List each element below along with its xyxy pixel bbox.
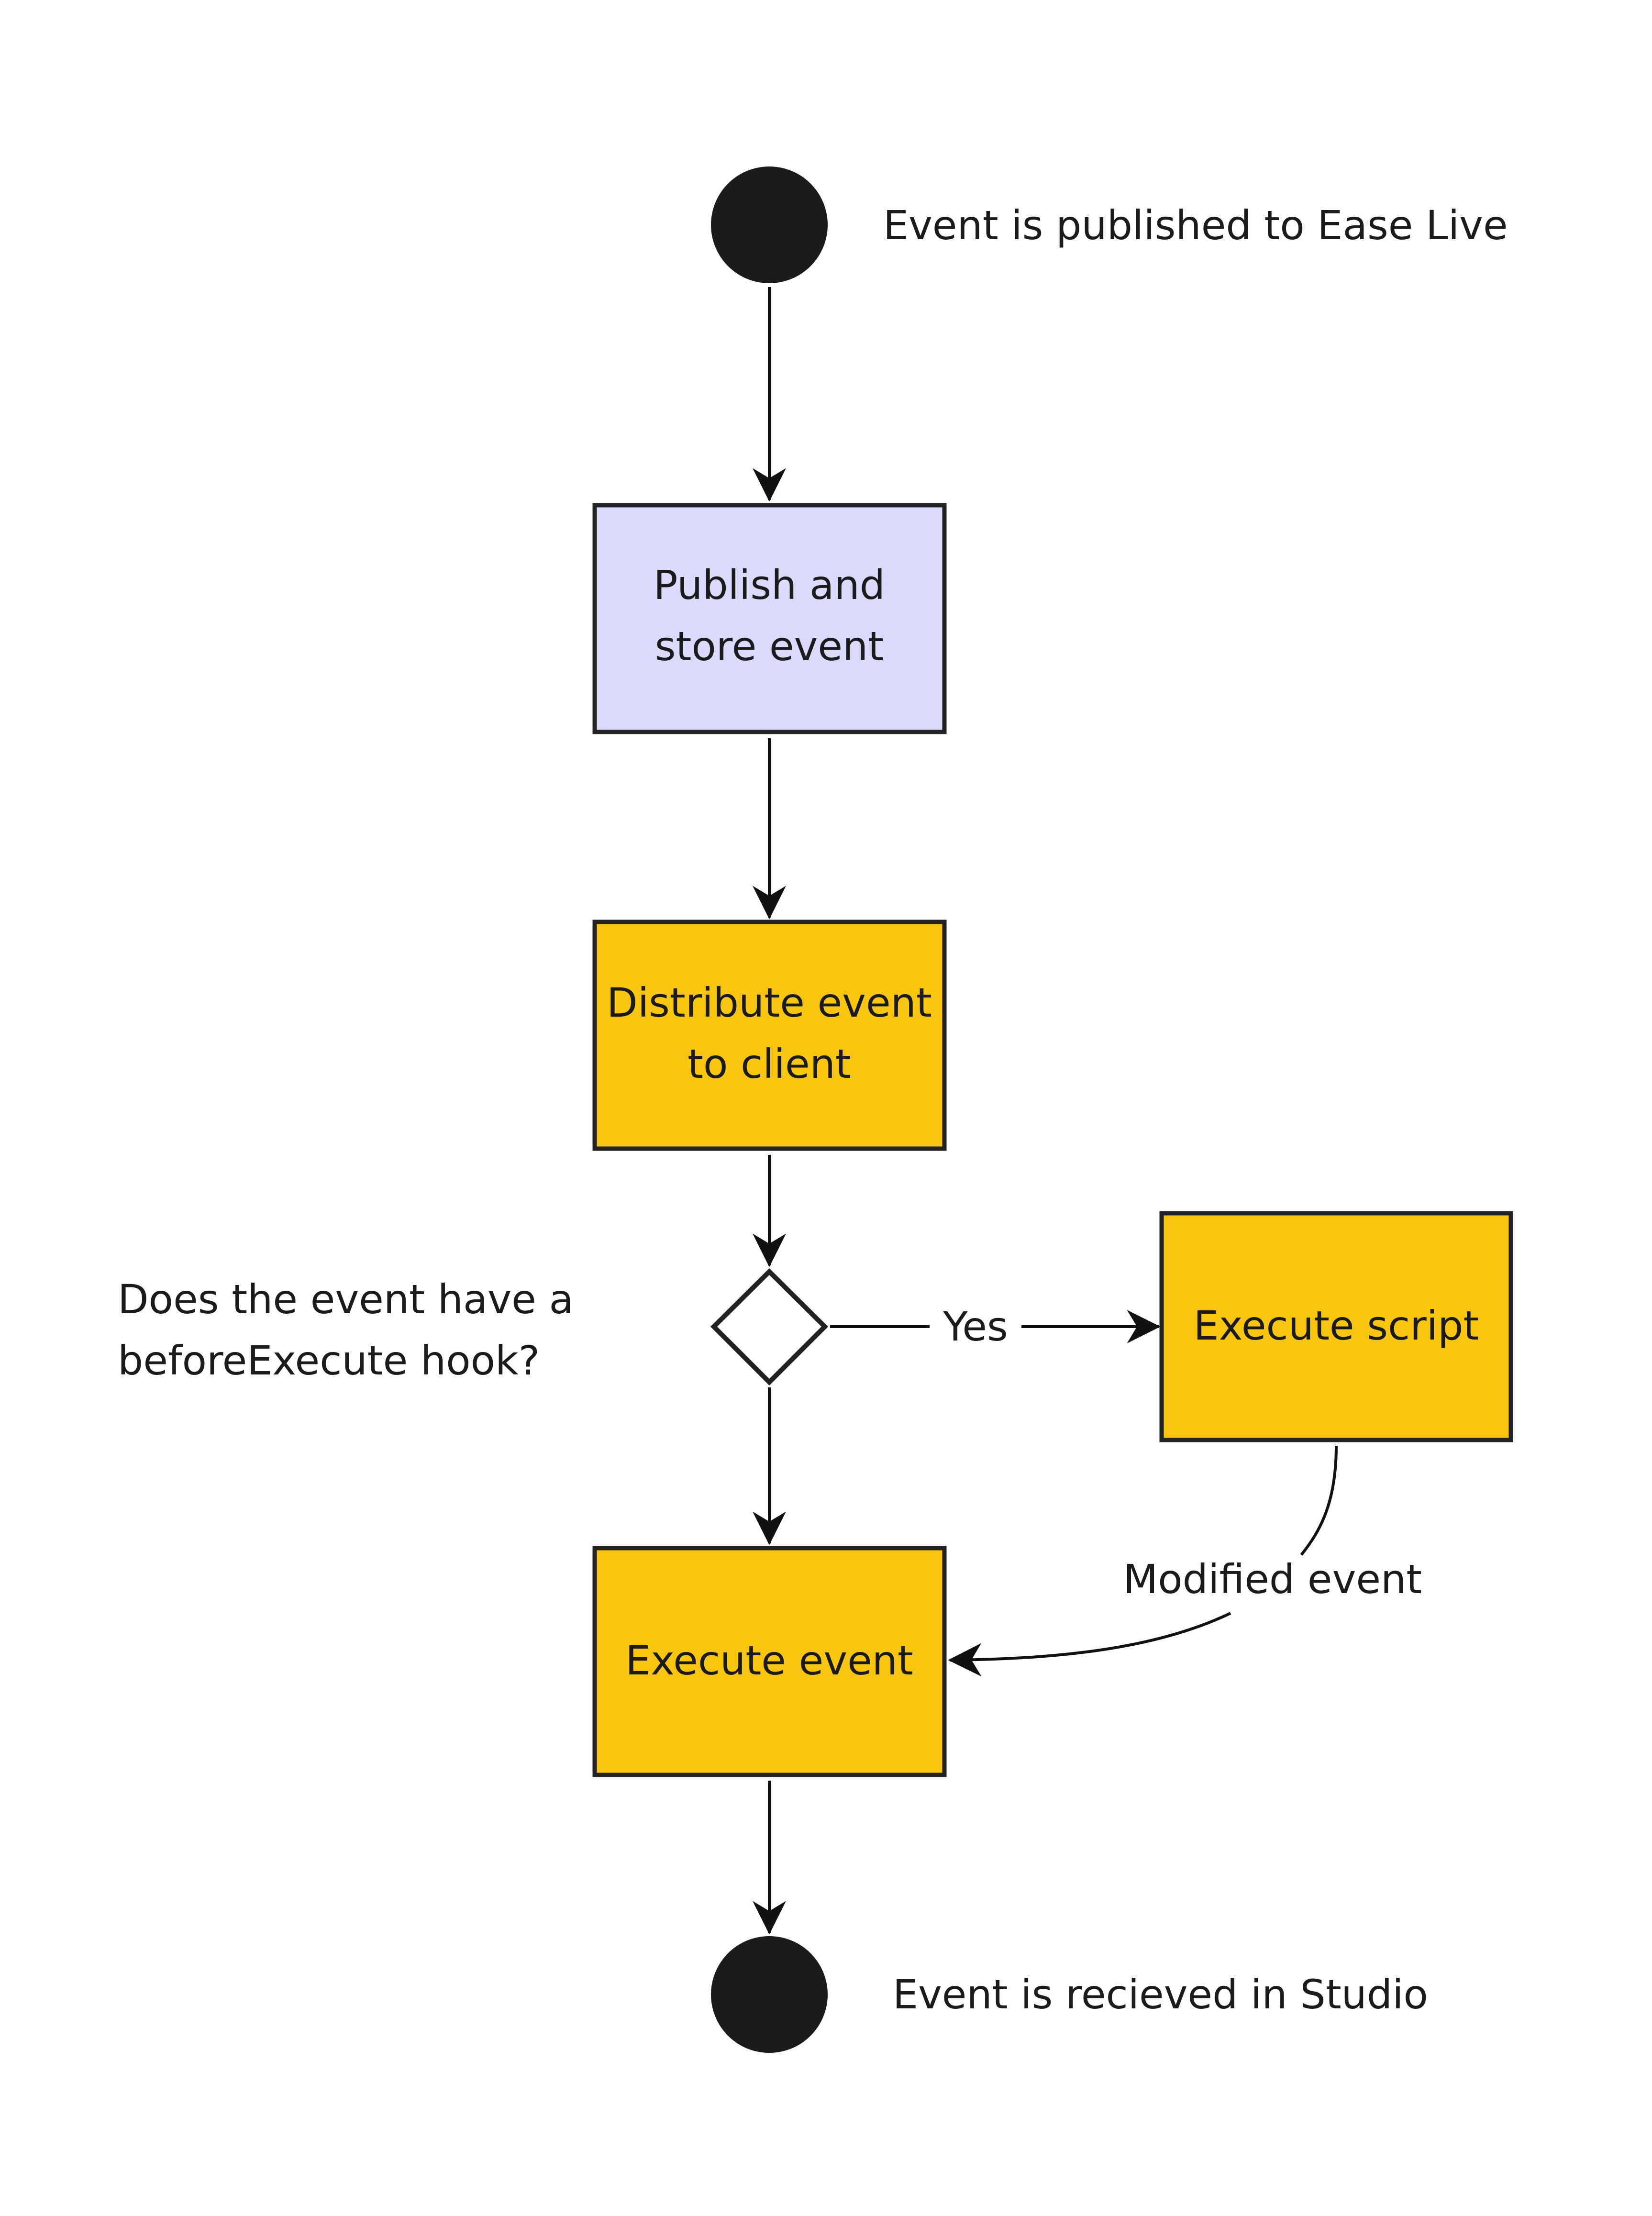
publish-store-label-line1: Publish and	[654, 562, 885, 609]
distribute-node	[592, 920, 947, 1151]
decision-question-line1: Does the event have a	[118, 1276, 574, 1323]
start-label: Event is published to Ease Live	[883, 202, 1508, 249]
publish-store-label-line2: store event	[655, 623, 884, 670]
execute-event-node	[592, 1546, 947, 1777]
distribute-label-line2: to client	[687, 1041, 851, 1087]
distribute-label-line1: Distribute event	[607, 979, 932, 1026]
execute-script-label: Execute script	[1194, 1302, 1479, 1349]
end-node	[711, 1936, 828, 2053]
edge-modified-segment-2	[948, 1612, 1231, 1677]
edge-modified-segment-1	[1300, 1445, 1338, 1556]
execute-event-label: Execute event	[625, 1637, 913, 1684]
start-node	[711, 166, 828, 283]
publish-store-node	[592, 503, 947, 734]
decision-diamond	[710, 1268, 829, 1386]
execute-script-node	[1159, 1211, 1513, 1442]
edge-modified-label: Modified event	[1123, 1556, 1422, 1603]
edge-yes-label: Yes	[942, 1303, 1008, 1350]
end-label: Event is recieved in Studio	[893, 1971, 1428, 2018]
decision-question-line2: beforeExecute hook?	[118, 1337, 540, 1384]
